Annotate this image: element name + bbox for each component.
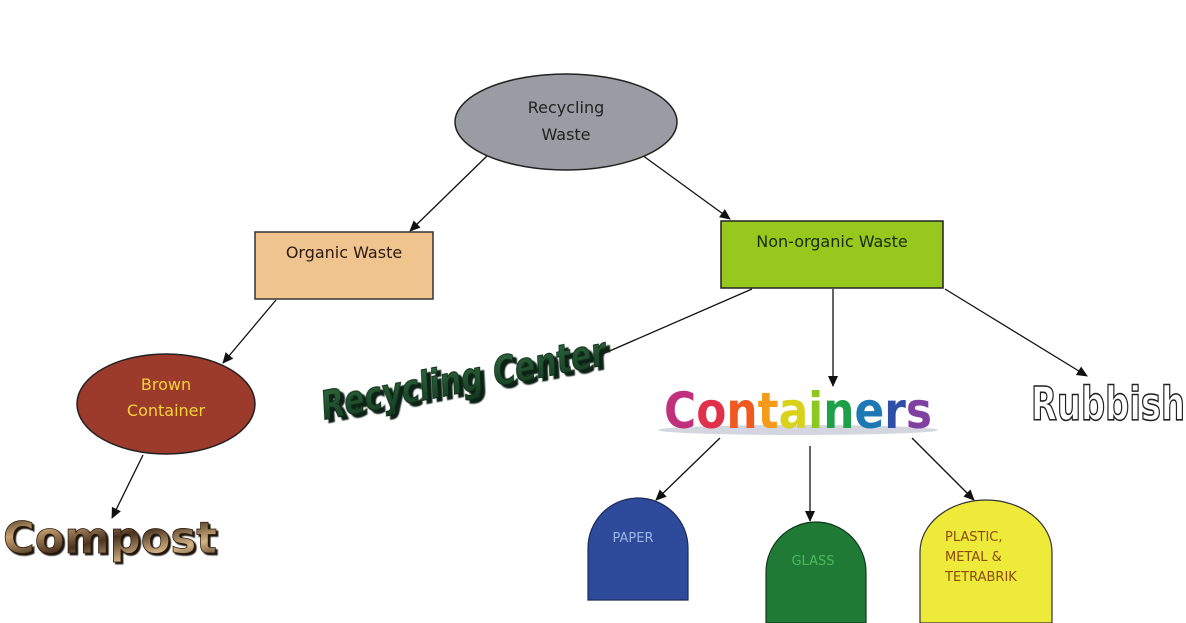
bin-paper: PAPER xyxy=(587,497,689,601)
bin-glass-label: GLASS xyxy=(791,554,834,569)
node-recycling-center: Recycling Center xyxy=(320,328,608,431)
compost-label: Compost xyxy=(3,513,217,564)
containers-shadow xyxy=(658,425,938,435)
bin-plastic-label-line1: PLASTIC, xyxy=(945,530,1003,545)
bin-plastic-label-line2: METAL & xyxy=(945,550,1002,565)
root-label-line2: Waste xyxy=(541,125,590,144)
bin-glass: GLASS xyxy=(765,521,867,623)
containers-letter: o xyxy=(696,382,726,440)
root-label-line1: Recycling xyxy=(528,98,605,117)
node-recycling-waste: Recycling Waste xyxy=(454,73,678,171)
containers-letter: a xyxy=(779,382,809,440)
containers-letter: r xyxy=(884,382,906,440)
node-rubbish: Rubbish xyxy=(1030,376,1186,432)
containers-letter: n xyxy=(823,382,854,440)
containers-label: Containers xyxy=(664,382,932,440)
node-organic-waste: Organic Waste xyxy=(254,231,434,300)
containers-letter: s xyxy=(906,382,932,440)
organic-label: Organic Waste xyxy=(286,243,402,262)
bin-plastic-label-line3: TETRABRIK xyxy=(944,570,1017,585)
bin-plastic-metal-tetrabrik: PLASTIC, METAL & TETRABRIK xyxy=(919,499,1053,623)
arrow-brown-compost xyxy=(111,454,144,519)
containers-letter: e xyxy=(854,382,884,440)
recycling-center-label: Recycling Center xyxy=(320,329,607,431)
arrow-nonorganic-rubbish xyxy=(944,288,1088,377)
brown-label-line1: Brown xyxy=(141,375,191,394)
node-compost: Compost xyxy=(3,513,218,565)
node-containers: Containers xyxy=(658,382,938,440)
line-nonorganic-center xyxy=(581,288,753,364)
containers-letter: t xyxy=(758,382,779,440)
node-nonorganic-waste: Non-organic Waste xyxy=(720,220,944,289)
arrow-root-nonorganic xyxy=(641,154,731,220)
arrow-containers-paper xyxy=(655,437,721,501)
containers-letter: n xyxy=(726,382,757,440)
arrow-root-organic xyxy=(409,154,489,232)
arrow-containers-plastic xyxy=(911,437,975,501)
brown-label-line2: Container xyxy=(127,401,206,420)
containers-letter: i xyxy=(808,382,823,440)
connectors xyxy=(111,154,1088,522)
rubbish-label: Rubbish xyxy=(1031,377,1185,431)
containers-letter: C xyxy=(664,382,696,440)
nonorganic-label: Non-organic Waste xyxy=(756,232,908,251)
arrow-organic-brown xyxy=(222,299,277,364)
bin-paper-label: PAPER xyxy=(613,531,654,546)
node-brown-container: Brown Container xyxy=(76,353,256,455)
